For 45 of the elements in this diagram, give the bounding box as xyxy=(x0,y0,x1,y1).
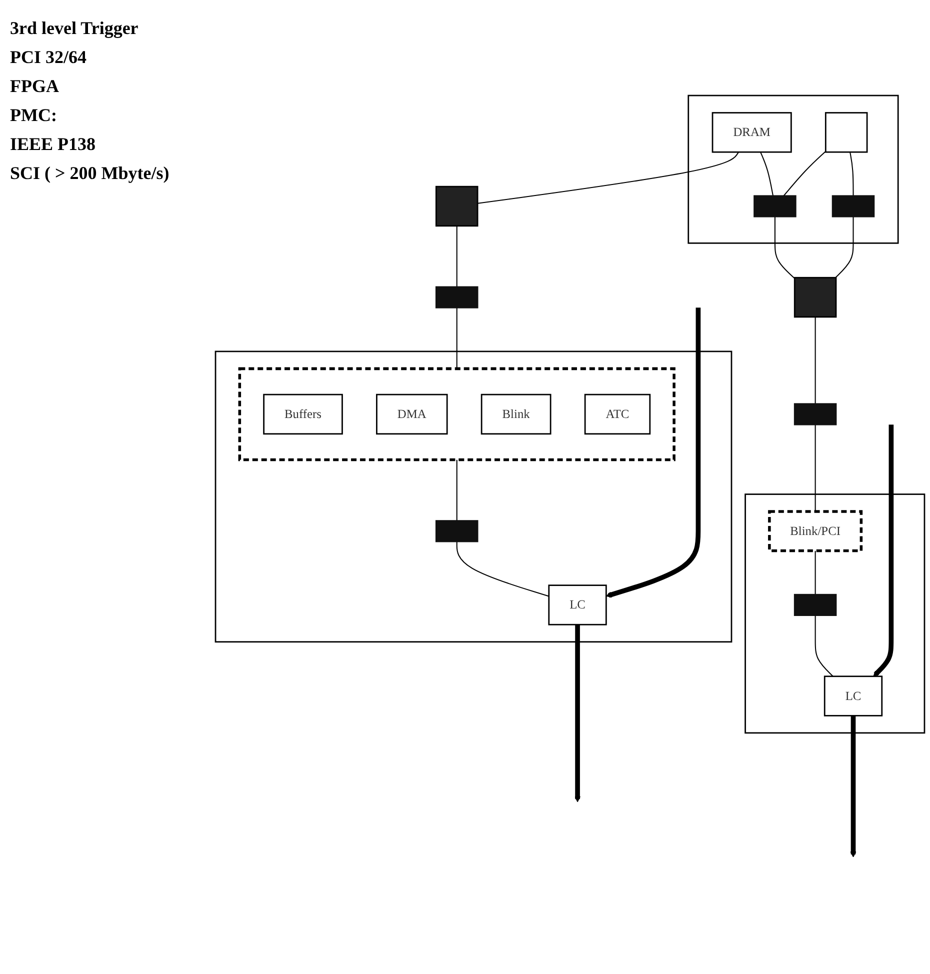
arrow xyxy=(873,424,894,677)
note-text: PMC: xyxy=(10,105,58,126)
note-text: SCI ( > 200 Mbyte/s) xyxy=(10,163,170,184)
connector xyxy=(814,424,816,512)
node-bar xyxy=(754,196,796,218)
cluster xyxy=(688,95,899,244)
note-text: FPGA xyxy=(10,76,60,97)
connector xyxy=(850,152,854,196)
connector xyxy=(774,216,795,280)
node-bar xyxy=(832,196,875,218)
node-bar xyxy=(794,594,837,616)
node-box: Blink/PCI xyxy=(768,510,863,553)
connector xyxy=(783,151,826,197)
node-box: ATC xyxy=(584,394,651,435)
node-box: LC xyxy=(548,584,607,626)
node-box: Buffers xyxy=(263,394,343,435)
node-box xyxy=(824,112,868,154)
connector xyxy=(835,216,854,278)
node-box xyxy=(794,277,837,318)
note-text: 3rd level Trigger xyxy=(10,18,140,39)
note-text: PCI 32/64 xyxy=(10,47,88,68)
node-box: DRAM xyxy=(712,112,792,154)
connector xyxy=(814,551,816,595)
node-bar xyxy=(794,404,837,426)
arrow xyxy=(574,624,581,803)
connector xyxy=(456,308,458,370)
node-bar xyxy=(435,520,478,543)
connector xyxy=(477,152,740,204)
connector xyxy=(814,616,834,678)
connector xyxy=(814,317,816,404)
node-bar xyxy=(435,286,478,309)
connector xyxy=(456,460,458,522)
connector xyxy=(760,152,774,196)
arrow xyxy=(850,716,856,858)
connector xyxy=(456,542,550,598)
arrow xyxy=(606,308,701,598)
node-box xyxy=(435,186,478,227)
node-box: Blink xyxy=(480,394,552,435)
node-box: LC xyxy=(824,676,883,717)
node-box: DMA xyxy=(376,394,448,435)
cluster xyxy=(744,494,926,734)
note-text: IEEE P138 xyxy=(10,134,97,155)
cluster xyxy=(214,351,732,643)
connector xyxy=(456,226,458,288)
cluster xyxy=(238,368,676,462)
